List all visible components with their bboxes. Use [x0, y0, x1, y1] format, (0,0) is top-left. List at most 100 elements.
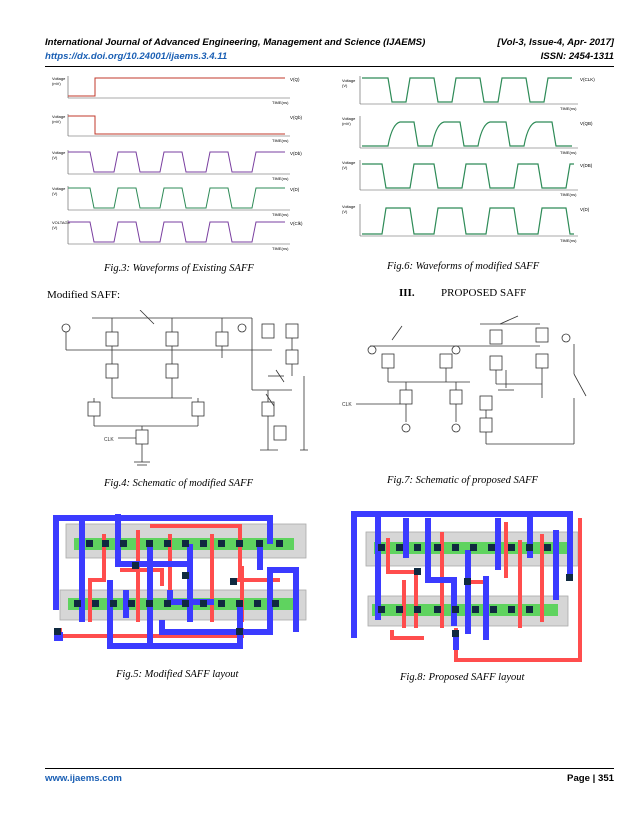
- nmos-n3: [87, 401, 101, 417]
- gnd-mid: [451, 423, 461, 433]
- fig3-trace-q: Voltage(mV) V(Q) TIME(ns): [52, 76, 300, 105]
- footer-rule: [45, 768, 614, 769]
- nmos-n2: [399, 389, 413, 405]
- svg-text:TIME(ns): TIME(ns): [560, 106, 577, 111]
- pmos-p4: [489, 329, 503, 371]
- output-inverter-1: [261, 323, 299, 365]
- svg-text:V(Qb): V(Qb): [290, 115, 303, 120]
- vdd-marker-right: [499, 315, 519, 325]
- pmos-p3: [165, 318, 179, 358]
- metal-lines: [351, 511, 573, 650]
- fig7-schematic: CLK: [342, 315, 587, 445]
- fig8-caption: Fig.8: Proposed SAFF layout: [400, 672, 525, 683]
- nmos-n5: [135, 429, 149, 445]
- svg-text:(V): (V): [342, 209, 348, 214]
- contacts: [378, 544, 573, 637]
- source-left: [61, 323, 71, 333]
- pmos-p5: [535, 327, 549, 369]
- doi-row: https://dx.doi.org/10.24001/ijaems.3.4.1…: [45, 51, 614, 62]
- svg-text:V(CLK): V(CLK): [580, 77, 595, 82]
- output-inverter-2: [261, 401, 287, 441]
- svg-text:TIME(ns): TIME(ns): [272, 100, 289, 105]
- website-link[interactable]: www.ijaems.com: [45, 773, 122, 784]
- header-rule: [45, 66, 614, 67]
- nmos-n5: [479, 417, 493, 433]
- fig6-trace-qb: Voltage(mV) V(QB)TIME(ns): [342, 116, 593, 155]
- svg-text:(V): (V): [342, 165, 348, 170]
- svg-text:Voltage: Voltage: [342, 160, 356, 165]
- issn-label: ISSN: 2454-1311: [540, 51, 614, 62]
- page-number: Page | 351: [567, 773, 614, 784]
- svg-text:Voltage: Voltage: [52, 114, 66, 119]
- metal-lines: [53, 514, 299, 649]
- svg-text:TIME(ns): TIME(ns): [272, 138, 289, 143]
- svg-text:(V): (V): [52, 225, 58, 230]
- vdd-marker: [139, 310, 155, 325]
- section-title: PROPOSED SAFF: [441, 287, 527, 299]
- fig7-caption: Fig.7: Schematic of proposed SAFF: [387, 475, 538, 486]
- source-left: [367, 345, 377, 355]
- nmos-n3: [449, 389, 463, 405]
- fig3-trace-d: Voltage(V) V(D) TIME(ns): [52, 186, 300, 217]
- source-right: [561, 333, 571, 343]
- svg-text:V(D): V(D): [580, 207, 590, 212]
- fig3-caption: Fig.3: Waveforms of Existing SAFF: [104, 263, 254, 274]
- svg-text:(mV): (mV): [52, 119, 61, 124]
- svg-text:TIME(ns): TIME(ns): [272, 246, 289, 251]
- contacts: [54, 540, 283, 635]
- svg-text:TIME(ns): TIME(ns): [560, 238, 577, 243]
- svg-text:Voltage: Voltage: [52, 186, 66, 191]
- pmos-p1: [381, 353, 395, 369]
- nmos-n4: [479, 395, 493, 411]
- svg-text:V(D): V(D): [290, 187, 300, 192]
- fig3-trace-qb: Voltage(mV) V(Qb) TIME(ns): [52, 114, 303, 143]
- fig6-trace-d: Voltage(V) V(D) TIME(ns): [342, 204, 590, 243]
- fig6-caption: Fig.6: Waveforms of modified SAFF: [387, 261, 540, 272]
- poly-lines: [386, 518, 582, 662]
- svg-text:V(Clk): V(Clk): [290, 221, 303, 226]
- svg-text:V(Db): V(Db): [290, 151, 302, 156]
- svg-text:TIME(ns): TIME(ns): [560, 192, 577, 197]
- fig6-trace-clk: Voltage(V) V(CLK) TIME(ns): [342, 76, 595, 111]
- svg-text:Voltage: Voltage: [342, 116, 356, 121]
- fig8-layout: [351, 511, 582, 662]
- fig6-trace-db: Voltage(V) V(DB) TIME(ns): [342, 160, 593, 197]
- svg-text:(mV): (mV): [52, 81, 61, 86]
- svg-text:Voltage: Voltage: [342, 78, 356, 83]
- fig3-waveform-figure: Voltage(mV) V(Q)TIME(ns) Voltage(mV) V(Q…: [52, 76, 303, 251]
- nmos-n1: [105, 363, 119, 398]
- fig4-caption: Fig.4: Schematic of modified SAFF: [104, 478, 254, 489]
- nmos-n4: [191, 401, 205, 417]
- svg-text:(V): (V): [342, 83, 348, 88]
- nmos-n2: [165, 363, 179, 398]
- gnd-left: [401, 423, 411, 433]
- fig4-schematic: CLK: [61, 310, 308, 466]
- pmos-p2: [439, 353, 453, 369]
- fig3-trace-clk: VOLTAGE(V) V(Clk) TIME(ns): [52, 220, 303, 251]
- source-mid: [451, 345, 461, 355]
- doi-link[interactable]: https://dx.doi.org/10.24001/ijaems.3.4.1…: [45, 51, 228, 62]
- fig5-caption: Fig.5: Modified SAFF layout: [116, 669, 239, 680]
- vdd-marker-left: [391, 325, 403, 341]
- journal-title: International Journal of Advanced Engine…: [45, 37, 426, 48]
- fig5-layout: [53, 514, 307, 649]
- svg-text:V(DB): V(DB): [580, 163, 593, 168]
- svg-text:V(Q): V(Q): [290, 77, 300, 82]
- fig6-waveform-figure: Voltage(V) V(CLK)TIME(ns) Voltage(mV) V(…: [342, 76, 595, 243]
- svg-text:TIME(ns): TIME(ns): [560, 150, 577, 155]
- svg-text:(V): (V): [52, 155, 58, 160]
- svg-text:TIME(ns): TIME(ns): [272, 176, 289, 181]
- issue-info: [Vol-3, Issue-4, Apr- 2017]: [497, 37, 614, 48]
- svg-text:Voltage: Voltage: [52, 76, 66, 81]
- fig3-trace-db: Voltage(V) V(Db) TIME(ns): [52, 150, 302, 181]
- modified-saff-heading: Modified SAFF:: [47, 289, 121, 301]
- svg-text:TIME(ns): TIME(ns): [272, 212, 289, 217]
- source-right: [237, 323, 247, 333]
- svg-text:CLK: CLK: [104, 437, 114, 443]
- svg-text:(V): (V): [52, 191, 58, 196]
- section-number: III.: [399, 287, 415, 299]
- svg-text:Voltage: Voltage: [52, 150, 66, 155]
- svg-text:VOLTAGE: VOLTAGE: [52, 220, 71, 225]
- journal-header: International Journal of Advanced Engine…: [45, 37, 614, 48]
- svg-text:Voltage: Voltage: [342, 204, 356, 209]
